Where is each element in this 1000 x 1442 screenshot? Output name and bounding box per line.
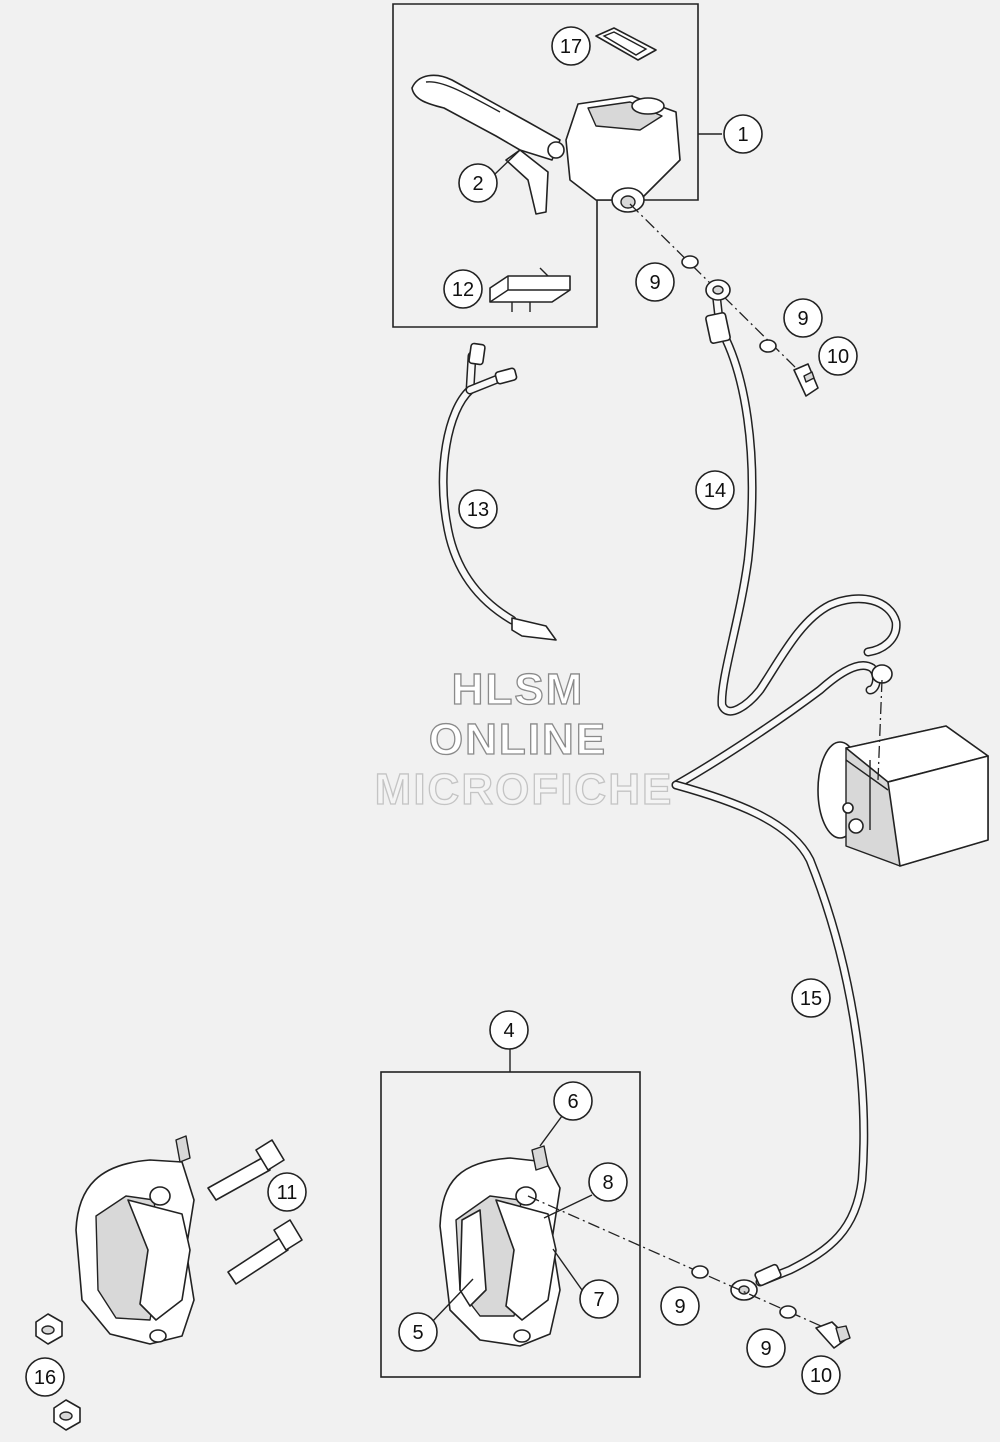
brake-light-switch-cable <box>438 342 557 641</box>
master-cylinder-body <box>547 95 681 213</box>
callout-label: 12 <box>452 279 474 301</box>
watermark: HLSM ONLINE MICROFICHE <box>374 664 674 814</box>
watermark-line-3: MICROFICHE <box>375 765 674 814</box>
sealing-washer <box>691 1265 709 1279</box>
callout-label: 17 <box>560 36 582 58</box>
sealing-washer <box>779 1305 797 1319</box>
callout-label: 6 <box>567 1091 578 1113</box>
callout-16: 16 <box>25 1357 65 1397</box>
caliper-mounting-bolt <box>227 1219 303 1285</box>
brake-hose-upper <box>705 279 901 716</box>
caliper-kit-box <box>380 1049 641 1378</box>
callout-12: 12 <box>443 269 483 309</box>
callout-label: 4 <box>503 1020 514 1042</box>
callout-label: 10 <box>827 346 849 368</box>
callout-14: 14 <box>695 470 735 510</box>
brake-caliper <box>439 1145 561 1347</box>
callout-9: 9 <box>660 1286 700 1326</box>
callout-label: 14 <box>704 480 726 502</box>
sealing-washer <box>681 255 699 269</box>
banjo-bolt <box>815 1321 851 1349</box>
abs-hydraulic-unit <box>817 664 989 867</box>
callout-10: 10 <box>818 336 858 376</box>
callout-2: 2 <box>458 149 521 203</box>
callout-10: 10 <box>801 1355 841 1395</box>
callout-label: 10 <box>810 1365 832 1387</box>
sealing-washer <box>759 339 777 353</box>
watermark-line-1: HLSM <box>452 665 585 714</box>
nut <box>35 1313 63 1345</box>
callout-label: 9 <box>649 272 660 294</box>
callout-label: 5 <box>412 1322 423 1344</box>
callout-1: 1 <box>723 114 763 154</box>
callout-label: 9 <box>797 308 808 330</box>
callout-label: 16 <box>34 1367 56 1389</box>
callout-4: 4 <box>489 1010 529 1050</box>
callout-label: 7 <box>593 1289 604 1311</box>
callout-label: 11 <box>277 1182 298 1204</box>
callout-9: 9 <box>746 1328 786 1368</box>
banjo-bolt <box>793 363 819 397</box>
brake-caliper-left <box>75 1135 195 1345</box>
callout-label: 13 <box>467 499 489 521</box>
callout-5: 5 <box>398 1312 438 1352</box>
hand-brake-lever <box>411 74 561 215</box>
callout-17: 17 <box>551 26 591 66</box>
callout-11: 11 <box>267 1172 307 1212</box>
callout-15: 15 <box>791 978 831 1018</box>
callout-7: 7 <box>579 1279 619 1319</box>
callout-13: 13 <box>458 489 498 529</box>
brake-light-switch <box>489 267 571 312</box>
callout-6: 6 <box>553 1081 593 1121</box>
nut <box>53 1399 81 1431</box>
callout-label: 9 <box>674 1296 685 1318</box>
callout-9: 9 <box>783 298 823 338</box>
callout-label: 15 <box>800 988 822 1010</box>
callout-label: 2 <box>472 173 483 195</box>
watermark-line-2: ONLINE <box>429 715 607 764</box>
callout-label: 9 <box>760 1338 771 1360</box>
callout-label: 1 <box>737 124 748 146</box>
leader-dash-caliper <box>527 1195 831 1331</box>
callout-8: 8 <box>588 1162 628 1202</box>
caliper-mounting-bolt <box>207 1139 285 1201</box>
callout-9: 9 <box>635 262 675 302</box>
callout-label: 8 <box>602 1172 613 1194</box>
reservoir-cap-gasket <box>595 27 657 61</box>
